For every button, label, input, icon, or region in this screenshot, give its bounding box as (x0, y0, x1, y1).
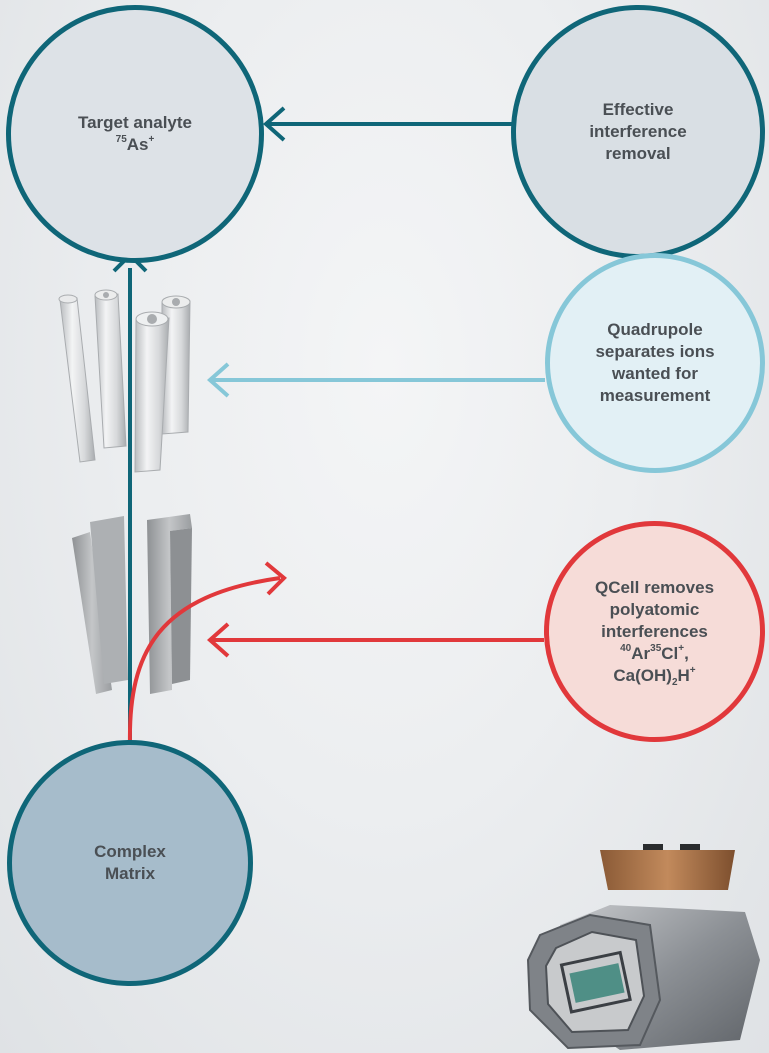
ar-mass: 40 (620, 642, 632, 654)
interference-deflect-arrow (127, 561, 287, 746)
cl-mass: 35 (650, 642, 662, 654)
caohh-charge: + (689, 664, 696, 676)
quadrupole-line-1: Quadrupole (607, 320, 703, 339)
arcl-charge: + (678, 642, 685, 654)
target-charge: + (148, 134, 155, 146)
quadrupole-rods (58, 289, 191, 473)
target-label: Target analyte (77, 113, 192, 132)
matrix-line-1: Complex (94, 842, 166, 861)
target-formula: 75As+ (70, 134, 200, 156)
ar-element: Ar (631, 643, 651, 663)
effective-line-1: Effective (602, 100, 674, 119)
matrix-line-2: Matrix (104, 864, 156, 883)
qcell-formula-arcl: 40Ar35Cl+, (590, 643, 720, 665)
qcell-arrow (206, 622, 544, 658)
effective-removal-arrow (262, 106, 516, 142)
formula-comma: , (684, 643, 689, 663)
quadrupole-line-4: measurement (599, 386, 711, 405)
qcell-line-2: polyatomic (609, 599, 700, 619)
target-element: As (126, 135, 149, 154)
quadrupole-arrow (206, 362, 545, 398)
effective-line-3: removal (605, 144, 671, 163)
target-analyte-circle: Target analyte 75As+ (6, 5, 264, 263)
qcell-circle: QCell removes polyatomic interferences 4… (544, 521, 765, 742)
qcell-bars (72, 514, 192, 694)
qcell-device-image (526, 844, 760, 1050)
target-mass: 75 (115, 134, 127, 146)
qcell-line-3: interferences (601, 621, 708, 641)
caoh-part: Ca(OH) (613, 665, 672, 685)
h-part: H (677, 665, 690, 685)
qcell-formula-caoh: Ca(OH)2H+ (590, 665, 720, 687)
caoh-subscript: 2 (671, 676, 678, 688)
quadrupole-line-3: wanted for (612, 364, 698, 383)
effective-removal-circle: Effective interference removal (511, 5, 765, 259)
complex-matrix-circle: Complex Matrix (7, 740, 253, 986)
cl-element: Cl (661, 643, 679, 663)
quadrupole-line-2: separates ions (595, 342, 715, 361)
effective-line-2: interference (589, 122, 687, 141)
quadrupole-circle: Quadrupole separates ions wanted for mea… (545, 253, 765, 473)
qcell-line-1: QCell removes (594, 577, 715, 597)
